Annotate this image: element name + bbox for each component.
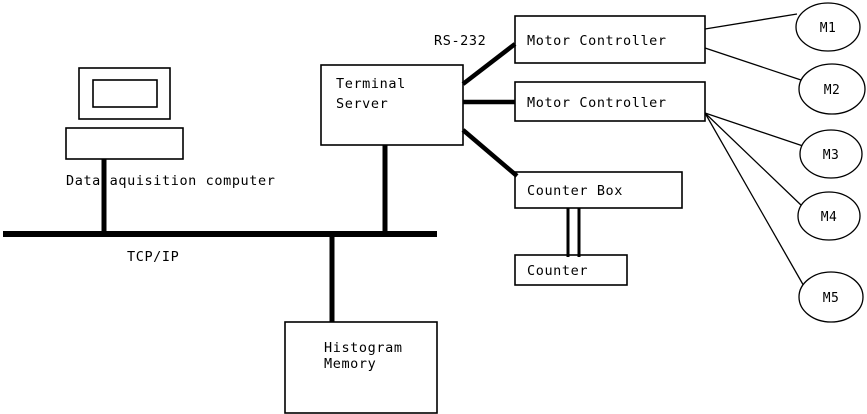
motor-controller-1-label: Motor Controller [527,33,667,49]
crt-screen-icon [92,79,158,108]
motor-cable-m3 [704,112,804,147]
motor-cable-m1 [704,13,798,30]
motor-m3-ellipse[interactable] [799,129,863,179]
tcpip-bus-label: TCP/IP [127,249,179,265]
motor-cable-m2 [704,47,802,81]
rs232-link-label: RS-232 [434,33,486,49]
histogram-memory-box[interactable] [284,321,438,414]
motor-m5-label: M5 [823,291,839,306]
workstation-label: Data aquisition computer [66,173,275,189]
counter-box[interactable] [514,254,628,286]
motor-controller-1-box[interactable] [514,15,706,64]
terminal-server-box[interactable] [320,64,464,146]
motor-m1-label: M1 [820,21,836,36]
terminal-server-label-line1: Terminal [336,76,406,92]
motor-m5-ellipse[interactable] [798,271,864,323]
motor-m4-ellipse[interactable] [797,191,861,241]
motor-m3-label: M3 [823,148,839,163]
rs232-link-to-counter-box [461,128,519,178]
motor-cable-m5 [704,112,806,289]
counter-box-box[interactable] [514,171,683,209]
motor-m1-ellipse[interactable] [795,2,861,52]
counter-box-label: Counter Box [527,183,623,199]
histogram-memory-label-line2: Memory [324,356,376,372]
counter-label: Counter [527,263,588,279]
motor-m2-ellipse[interactable] [798,63,866,115]
motor-controller-2-label: Motor Controller [527,95,667,111]
motor-cable-m4 [704,112,803,207]
terminal-server-label-line2: Server [336,96,388,112]
motor-m4-label: M4 [821,210,837,225]
computer-chassis-icon [65,127,184,160]
histogram-memory-label-line1: Histogram [324,340,403,356]
motor-m2-label: M2 [824,83,840,98]
rs232-link-to-motor-controller-1 [461,42,517,86]
